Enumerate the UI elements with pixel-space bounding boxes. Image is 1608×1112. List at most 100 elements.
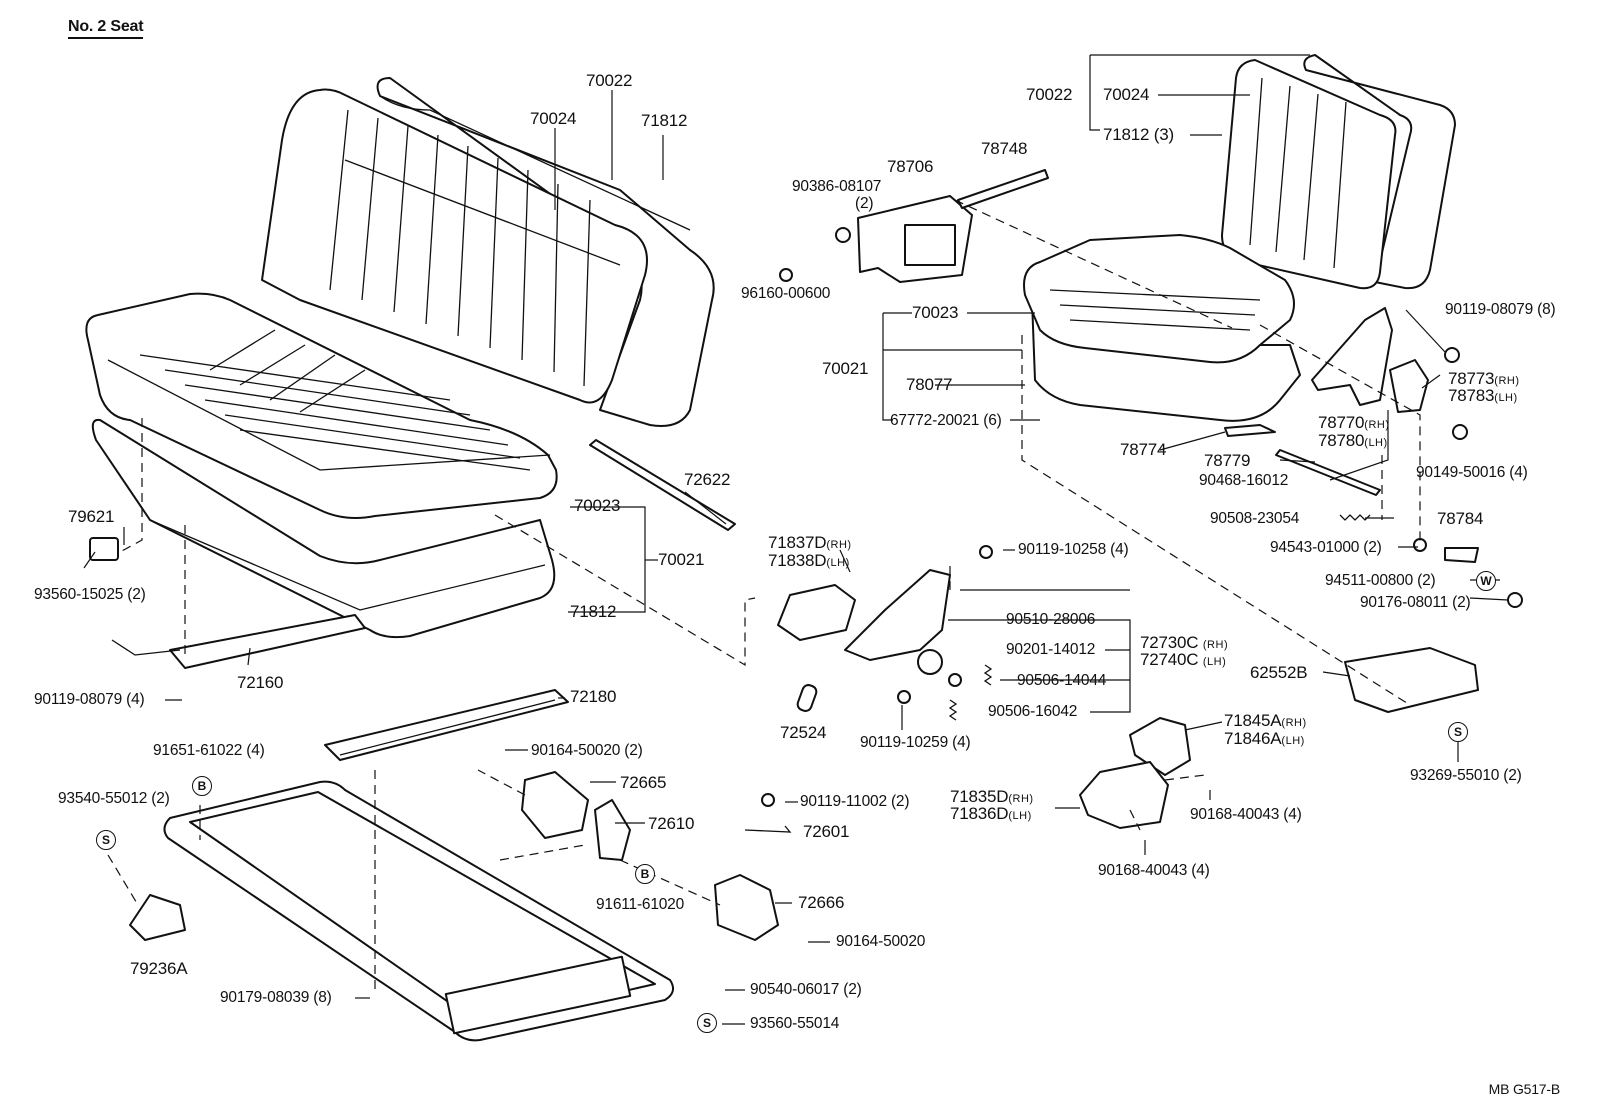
part-label: 90510-28006 bbox=[1006, 611, 1096, 628]
part-label: 72160 bbox=[237, 673, 284, 692]
part-label: 70023 bbox=[574, 496, 621, 515]
part-label: 90119-11002 (2) bbox=[800, 793, 910, 810]
part-label: 96160-00600 bbox=[741, 285, 831, 302]
part-label: 93560-55014 bbox=[750, 1015, 840, 1032]
part-label: 78774 bbox=[1120, 440, 1167, 459]
part-label: 70021 bbox=[658, 550, 705, 569]
lever-78784 bbox=[1444, 547, 1479, 563]
part-label: 71835D(RH) bbox=[950, 787, 1034, 806]
part-label: 72601 bbox=[803, 822, 850, 841]
leader-lines bbox=[83, 54, 1509, 1025]
part-label: 90506-16042 bbox=[988, 703, 1078, 720]
part-label: 72740C (LH) bbox=[1140, 650, 1227, 669]
part-label: 78770(RH) bbox=[1318, 413, 1390, 432]
part-label: 90508-23054 bbox=[1210, 510, 1300, 527]
part-label: 90168-40043 (4) bbox=[1098, 862, 1210, 879]
springs bbox=[948, 664, 993, 721]
drawing-code: MB G517-B bbox=[1488, 1081, 1561, 1097]
bracket-78774 bbox=[1224, 424, 1276, 437]
recliner-assembly bbox=[777, 545, 993, 712]
bucket-seatback bbox=[1221, 54, 1456, 290]
part-label: 72524 bbox=[780, 723, 827, 742]
part-label: 90540-06017 (2) bbox=[750, 981, 862, 998]
part-label: 71845A(RH) bbox=[1224, 711, 1307, 730]
part-label: 72180 bbox=[570, 687, 617, 706]
part-label: 72622 bbox=[684, 470, 731, 489]
part-label: 78706 bbox=[887, 157, 934, 176]
part-label: 90168-40043 (4) bbox=[1190, 806, 1302, 823]
part-label: 72610 bbox=[648, 814, 695, 833]
part-label: 90164-50020 bbox=[836, 933, 926, 950]
part-label: 62552B bbox=[1250, 663, 1308, 682]
part-label: 90119-10259 (4) bbox=[860, 734, 971, 751]
spring-90508 bbox=[1339, 514, 1371, 521]
part-label: 91651-61022 (4) bbox=[153, 742, 265, 759]
part-label: 70021 bbox=[822, 359, 869, 378]
washer-94543 bbox=[1413, 538, 1427, 552]
part-label: 90119-08079 (4) bbox=[34, 691, 145, 708]
part-label: 71812 bbox=[641, 111, 688, 130]
diagram-title: No. 2 Seat bbox=[68, 18, 144, 39]
bench-seatback bbox=[261, 77, 715, 427]
part-label: 94511-00800 (2) bbox=[1325, 572, 1436, 589]
part-label: 70024 bbox=[1103, 85, 1150, 104]
symbol-s: S bbox=[697, 1013, 717, 1033]
part-label: 70022 bbox=[1026, 85, 1073, 104]
part-label: 90119-10258 (4) bbox=[1018, 541, 1129, 558]
part-label: 71812 bbox=[570, 602, 617, 621]
stopper-79621 bbox=[89, 537, 119, 561]
rod-72622 bbox=[589, 439, 736, 531]
part-label: 78748 bbox=[981, 139, 1028, 158]
part-label: 90506-14044 bbox=[1017, 672, 1107, 689]
bolt-90119-08079-8 bbox=[1444, 347, 1460, 363]
cover-71845A bbox=[1129, 717, 1191, 776]
part-label: 78780(LH) bbox=[1318, 431, 1388, 450]
part-label: 90149-50016 (4) bbox=[1416, 464, 1528, 481]
bolt-78748 bbox=[957, 169, 1049, 209]
part-label: 78779 bbox=[1204, 451, 1251, 470]
symbol-w: W bbox=[1476, 571, 1496, 591]
part-label: 78773(RH) bbox=[1448, 369, 1520, 388]
recliner-hinge-78770 bbox=[1311, 307, 1429, 413]
bench-seat-cushion bbox=[85, 292, 558, 639]
symbol-s: S bbox=[1448, 722, 1468, 742]
part-label: 72666 bbox=[798, 893, 845, 912]
part-label: 93560-15025 (2) bbox=[34, 586, 146, 603]
bolt-90119-11002 bbox=[761, 793, 775, 807]
washer-96160 bbox=[779, 268, 793, 282]
symbol-s: S bbox=[96, 830, 116, 850]
part-label: 90179-08039 (8) bbox=[220, 989, 332, 1006]
part-label: (2) bbox=[855, 195, 874, 212]
cover-71835D bbox=[1079, 761, 1169, 829]
seat-slide-rails bbox=[111, 614, 569, 761]
nut-90386 bbox=[835, 227, 851, 243]
part-label: 93540-55012 (2) bbox=[58, 790, 170, 807]
seat-frame bbox=[163, 780, 675, 1042]
part-label: 90386-08107 bbox=[792, 178, 882, 195]
bucket-cushion bbox=[1023, 234, 1301, 422]
cover-72666 bbox=[714, 874, 779, 941]
part-label: 70024 bbox=[530, 109, 577, 128]
part-label: 90176-08011 (2) bbox=[1360, 594, 1471, 611]
part-label: 79236A bbox=[130, 959, 188, 978]
cover-62552B bbox=[1344, 647, 1479, 713]
bracket-79236A bbox=[129, 894, 186, 941]
part-label: 70022 bbox=[586, 71, 633, 90]
part-label: 70023 bbox=[912, 303, 959, 322]
part-label: 71837D(RH) bbox=[768, 533, 852, 552]
rod-78779 bbox=[1275, 449, 1381, 496]
part-label: 90119-08079 (8) bbox=[1445, 301, 1556, 318]
part-label: 72665 bbox=[620, 773, 667, 792]
symbol-b: B bbox=[635, 864, 655, 884]
part-label: 71846A(LH) bbox=[1224, 729, 1305, 748]
part-label: 72730C (RH) bbox=[1140, 633, 1229, 652]
symbol-b: B bbox=[192, 776, 212, 796]
part-label: 90201-14012 bbox=[1006, 641, 1096, 658]
part-label: 93269-55010 (2) bbox=[1410, 767, 1522, 784]
bolt-90149 bbox=[1452, 424, 1468, 440]
part-label: 94543-01000 (2) bbox=[1270, 539, 1382, 556]
part-label: 71812 (3) bbox=[1103, 125, 1174, 144]
part-label: 79621 bbox=[68, 507, 115, 526]
